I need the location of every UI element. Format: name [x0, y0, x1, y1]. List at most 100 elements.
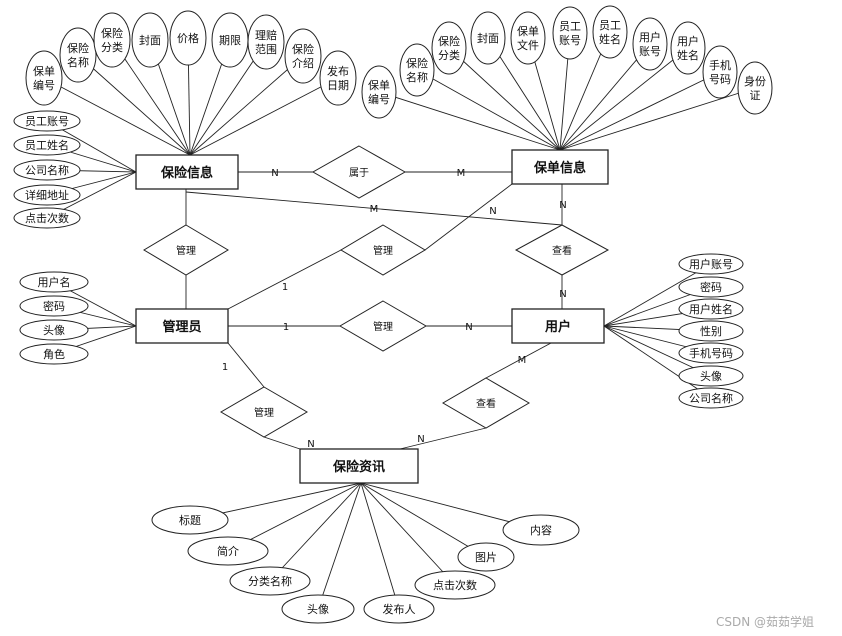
relationship-manage-ins: 管理 [143, 224, 229, 276]
attribute-connector [416, 69, 561, 151]
attribute-label: 封面 [477, 31, 499, 45]
attribute-connector [559, 71, 721, 151]
cardinality-user-view-news: M [518, 355, 527, 366]
relationship-manage-pol: 管理 [340, 224, 426, 276]
relationship-label: 管理 [373, 320, 393, 333]
attribute-connector [378, 91, 561, 151]
attribute-label: 期限 [219, 34, 241, 47]
attribute: 点击次数 [13, 207, 81, 229]
attribute: 保险介绍 [284, 28, 322, 84]
cardinality-admin-manage-user: 1 [283, 322, 289, 333]
attribute-label: 图片 [475, 551, 497, 564]
connector-line [399, 427, 487, 450]
attribute-label: 头像 [307, 603, 329, 616]
attribute: 身份证 [737, 61, 773, 115]
attribute-label: 保险名称 [67, 41, 89, 69]
attribute: 用户账号 [632, 17, 668, 71]
connector-line [424, 183, 513, 251]
attribute-connector [189, 77, 339, 156]
attribute: 头像 [281, 594, 355, 624]
entity-user: 用户 [511, 308, 605, 344]
attribute: 员工账号 [13, 110, 81, 132]
attribute: 保单编号 [25, 50, 63, 106]
cardinality-admin-manage-pol: 1 [282, 282, 288, 293]
attribute-connector [603, 263, 712, 327]
attribute-label: 保险分类 [438, 34, 460, 62]
attribute-label: 员工账号 [25, 115, 69, 128]
watermark: CSDN @茹茹学姐 [716, 614, 814, 629]
attribute: 员工账号 [552, 6, 588, 60]
attribute-label: 用户账号 [639, 30, 661, 58]
attribute-label: 分类名称 [248, 574, 292, 588]
connector-line [227, 249, 342, 310]
attribute-label: 员工账号 [559, 20, 581, 47]
attribute-label: 性别 [700, 324, 722, 338]
attribute: 用户姓名 [670, 21, 706, 75]
attribute-connector [77, 54, 191, 156]
entity-label: 保险资讯 [332, 459, 385, 475]
connector-line [185, 191, 563, 226]
attribute: 性别 [678, 320, 744, 342]
attribute: 封面 [131, 12, 169, 68]
attribute-label: 简介 [217, 544, 239, 558]
entity-label: 管理员 [162, 319, 201, 335]
attribute-connector [559, 47, 689, 151]
entity-admin: 管理员 [135, 308, 229, 344]
relationship-label: 查看 [476, 397, 496, 410]
attribute: 头像 [19, 319, 89, 341]
attribute: 简介 [187, 536, 269, 566]
attribute: 手机号码 [678, 342, 744, 364]
diagram-shapes: 保单编号保险名称保险分类封面价格期限理赔范围保险介绍发布日期员工账号员工姓名公司… [13, 5, 773, 624]
attribute-label: 标题 [179, 513, 201, 527]
connector-line [485, 342, 552, 379]
attribute: 理赔范围 [247, 14, 285, 70]
relationship-label: 属于 [349, 167, 369, 179]
attribute-label: 角色 [43, 347, 65, 361]
attribute-label: 用户名 [38, 275, 71, 289]
attribute: 角色 [19, 343, 89, 365]
cardinality-manage-news-news: N [307, 439, 314, 450]
attribute-label: 公司名称 [25, 163, 69, 177]
attribute-label: 保单文件 [517, 24, 539, 52]
attribute-label: 详细地址 [25, 188, 69, 202]
attribute-label: 发布日期 [327, 64, 349, 92]
attribute-label: 用户账号 [689, 257, 733, 271]
attribute-label: 用户姓名 [689, 302, 733, 316]
attribute: 用户账号 [678, 253, 744, 275]
attribute: 详细地址 [13, 184, 81, 206]
attribute-connector [360, 482, 487, 558]
entity-insurance-news: 保险资讯 [299, 448, 419, 484]
attribute-label: 保单编号 [33, 64, 55, 92]
attribute: 密码 [19, 295, 89, 317]
relationship-view-pol: 查看 [514, 224, 610, 276]
attribute: 保险分类 [431, 21, 467, 75]
attribute: 价格 [169, 10, 207, 66]
attribute-label: 身份证 [744, 74, 766, 102]
entity-label: 保险信息 [160, 165, 213, 181]
attribute-connector [559, 87, 756, 151]
attribute-connector [360, 482, 456, 586]
attribute-label: 手机号码 [709, 58, 731, 86]
attribute-connector [317, 482, 362, 610]
connector-line [263, 436, 301, 450]
cardinality-pol-to-view: N [559, 200, 566, 211]
cardinality-belongs-pol: M [457, 168, 466, 179]
cardinality-manage-user-user: N [465, 322, 472, 333]
entity-label: 保单信息 [533, 160, 586, 176]
attribute: 标题 [151, 505, 229, 535]
attribute-label: 保险名称 [406, 56, 428, 84]
attribute: 头像 [678, 365, 744, 387]
attribute-connector [189, 55, 304, 156]
relationship-label: 查看 [552, 244, 572, 257]
attribute-label: 密码 [43, 299, 65, 313]
entity-label: 用户 [544, 319, 571, 335]
attribute-label: 头像 [700, 370, 722, 383]
attribute-label: 用户姓名 [677, 34, 699, 62]
attribute-label: 员工姓名 [599, 19, 621, 46]
cardinality-ins-belongs: N [271, 168, 278, 179]
attribute: 保单文件 [510, 11, 546, 65]
attribute: 员工姓名 [592, 5, 628, 59]
attribute: 保险名称 [59, 27, 97, 83]
relationship-manage-user: 管理 [339, 300, 427, 352]
attribute: 保单编号 [361, 65, 397, 119]
